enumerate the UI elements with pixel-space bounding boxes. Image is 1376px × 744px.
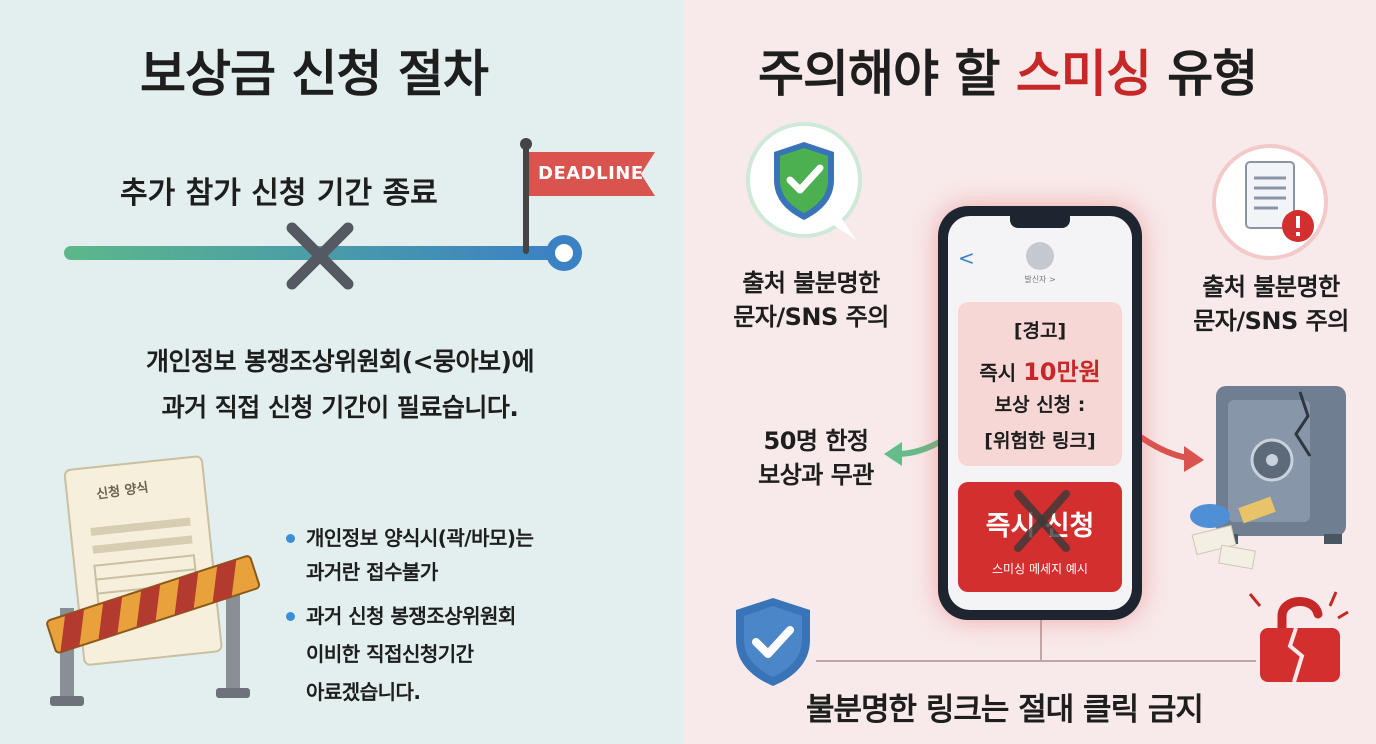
bullet-2-line-3: 아료겠습니다. [306,680,421,704]
side-left-line-1: 50명 한정 [763,427,870,455]
msg-line-3: 보상 신청 : [994,394,1086,416]
back-icon[interactable]: < [958,246,975,270]
phone-notch [1010,216,1070,228]
side-left-line-2: 보상과 무관 [758,461,874,489]
left-panel: 보상금 신청 절차 추가 참가 신청 기간 종료 DEADLINE 개인정보 봉… [0,0,684,744]
right-title: 주의해야 할 스미싱 유형 [758,34,1258,106]
cancel-x-icon [286,222,354,290]
right-title-part-2: 유형 [1150,45,1258,103]
red-arrow-icon [1139,435,1204,472]
body-line-2: 과거 직접 신청 기간이 필료습니다. [161,393,519,422]
bullet-1-line-2: 과거란 접수불가 [306,560,438,584]
bullet-dot-2 [286,612,295,621]
left-title: 보상금 신청 절차 [140,45,489,103]
bullet-dot-1 [286,534,295,543]
bullet-2-line-1: 과거 신청 봉쟁조상위원회 [306,604,516,628]
bottom-connector-line [816,660,1256,662]
msg-line-4: [위험한 링크] [984,430,1096,452]
deadline-flag-icon [529,152,655,196]
bullet-1-line-1: 개인정보 양식시(곽/바모)는 [306,526,534,550]
sender-name: 발신자 > [1024,275,1056,284]
msg-line-2-amount: 10만원 [1023,358,1101,386]
phone-mockup: < 발신자 > [경고] 즉시 10만원 보상 신청 : [위험한 링크] 즉시… [938,206,1142,620]
left-caption-line-2: 문자/SNS 주의 [733,303,889,331]
avatar [1026,242,1054,270]
flag-pole [523,142,529,254]
document-warning-icon [1212,144,1328,260]
body-line-1: 개인정보 봉쟁조상위원회(<뭉아보)에 [145,347,535,376]
phone-connector-line [1040,620,1042,662]
button-cross-icon [1014,490,1070,552]
deadline-label: DEADLINE [538,163,644,184]
broken-safe-icon [1190,386,1346,570]
msg-line-1: [경고] [1013,320,1067,342]
msg-line-2-prefix: 즉시 [979,361,1024,385]
right-title-accent: 스미싱 [1015,45,1152,103]
phone-screen: < 발신자 > [경고] 즉시 10만원 보상 신청 : [위험한 링크] 즉시… [948,216,1132,610]
timeline-bar [64,235,582,271]
shield-check-icon [736,598,810,686]
form-document-icon [46,455,261,706]
timeline-label: 추가 참가 신청 기간 종료 [120,176,438,211]
msg-line-2: 즉시 10만원 [958,352,1122,387]
flag-pole-cap [520,138,532,150]
phishing-message-bubble: [경고] 즉시 10만원 보상 신청 : [위험한 링크] [958,302,1122,466]
right-title-part-1: 주의해야 할 [758,45,1016,103]
bottom-warning-text: 불분명한 링크는 절대 클릭 금지 [806,692,1204,728]
right-caption-line-1: 출처 불분명한 [1202,273,1340,301]
apply-now-caption: 스미싱 메세지 예시 [992,562,1088,576]
broken-lock-icon [1248,591,1349,683]
left-caption-line-1: 출처 불분명한 [742,269,880,297]
bullet-2-line-2: 이비한 직접신청기간 [306,642,474,666]
apply-now-button[interactable]: 즉시 신청 스미싱 메세지 예시 [958,482,1122,592]
shield-check-bubble-icon [746,122,862,240]
right-caption-line-2: 문자/SNS 주의 [1193,307,1349,335]
